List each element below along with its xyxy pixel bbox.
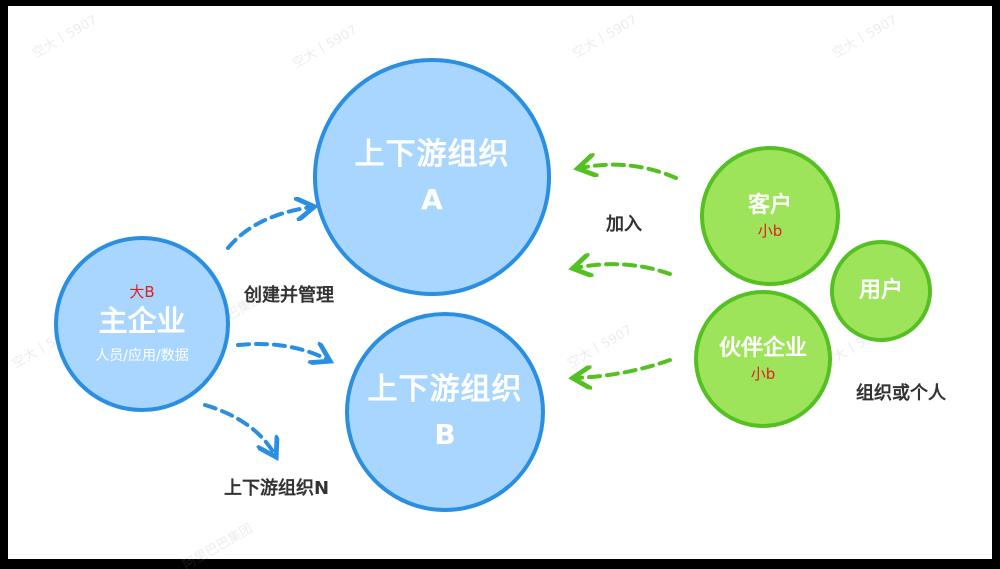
arrow-partner-to-org-b: [575, 358, 672, 378]
org-b-node: 上下游组织 B: [345, 312, 545, 512]
partner-title: 伙伴企业: [718, 336, 807, 361]
main-enterprise-node: 大B 主企业 人员/应用/数据: [54, 236, 230, 412]
main-enterprise-title: 主企业: [98, 304, 186, 338]
customer-node: 客户 小b: [700, 146, 840, 286]
arrow-to-org-a: [226, 207, 312, 250]
org-n-label: 上下游组织N: [224, 478, 330, 499]
join-label: 加入: [606, 214, 642, 235]
arrow-middle-to-orgs: [575, 264, 672, 274]
customer-title: 客户: [747, 193, 792, 218]
main-enterprise-desc: 人员/应用/数据: [95, 348, 189, 364]
partner-node: 伙伴企业 小b: [694, 290, 832, 428]
main-enterprise-tag: 大B: [129, 283, 155, 301]
arrow-customer-to-org-a: [580, 165, 678, 180]
arrow-to-org-b: [236, 344, 328, 360]
org-b-sub: B: [434, 418, 456, 451]
org-a-sub: A: [421, 183, 443, 216]
customer-tag: 小b: [757, 222, 783, 240]
partner-tag: 小b: [750, 365, 776, 383]
user-node: 用户: [830, 240, 932, 342]
org-or-person-label: 组织或个人: [856, 383, 946, 404]
org-a-node: 上下游组织 A: [313, 58, 551, 296]
org-b-title: 上下游组织: [367, 372, 523, 407]
arrow-to-org-n: [203, 403, 275, 455]
org-a-title: 上下游组织: [354, 137, 510, 172]
create-manage-label: 创建并管理: [244, 285, 334, 306]
user-title: 用户: [858, 278, 903, 303]
